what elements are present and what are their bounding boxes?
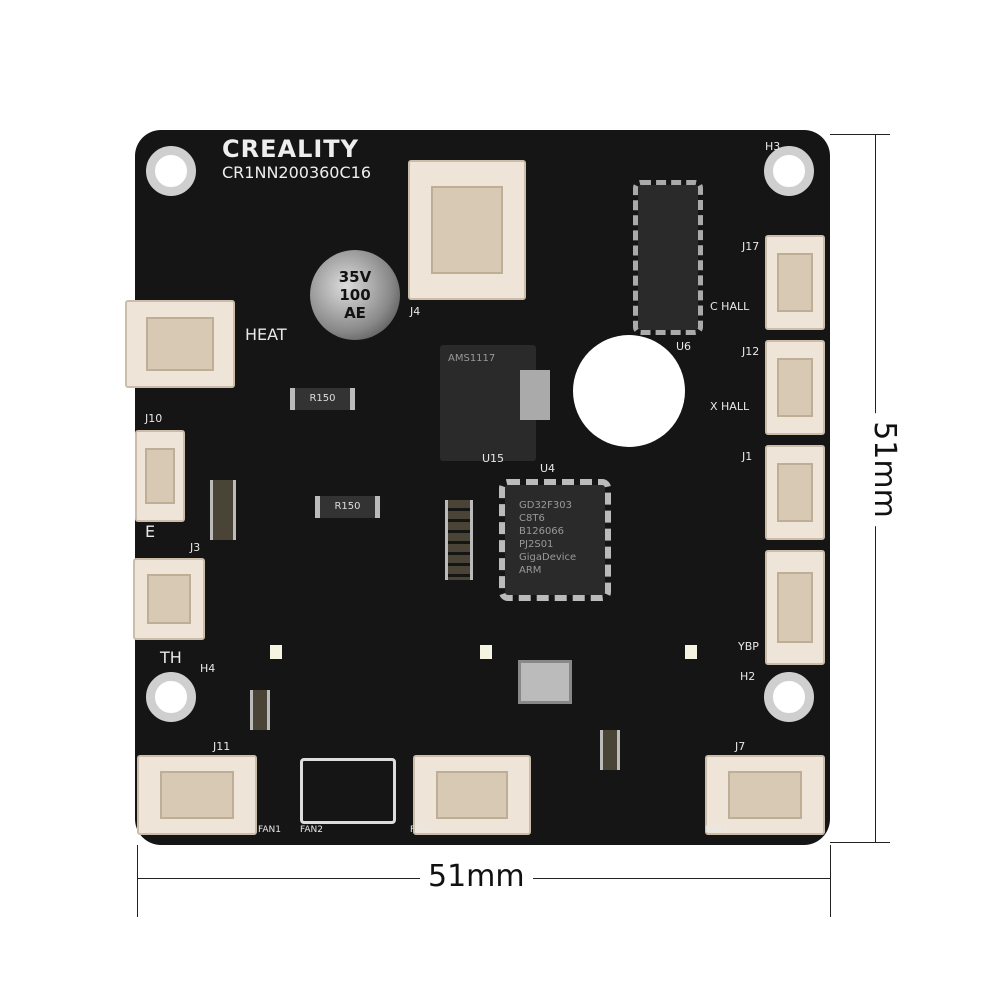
label-j7: J7 <box>735 740 746 753</box>
connector-th <box>133 558 205 640</box>
mounting-hole-bottom-right <box>764 672 814 722</box>
connector-j17 <box>765 235 825 330</box>
label-h3: H3 <box>765 140 781 153</box>
label-fan1-right: FAN1 <box>705 825 728 835</box>
connector-j11 <box>137 755 257 835</box>
dimension-width: 51mm <box>420 859 533 894</box>
label-j17: J17 <box>742 240 760 253</box>
resistor-array <box>445 500 473 580</box>
label-j11: J11 <box>213 740 231 753</box>
dimension-tick <box>830 134 890 135</box>
label-x-hall: X HALL <box>710 400 750 413</box>
label-heat: HEAT <box>245 325 287 344</box>
smd-components <box>210 480 236 540</box>
chip-u6 <box>633 180 703 335</box>
label-th: TH <box>160 648 182 667</box>
crystal-oscillator <box>518 660 572 704</box>
led <box>270 645 282 659</box>
label-fan2-left: FAN2 <box>300 825 323 835</box>
brand-logo: CREALITY <box>222 135 360 163</box>
connector-heat <box>125 300 235 388</box>
label-c-hall: C HALL <box>710 300 750 313</box>
label-fan2-mid: FAN2 <box>410 825 433 835</box>
connector-j10 <box>135 430 185 522</box>
connector-ybp <box>765 550 825 665</box>
label-j12: J12 <box>742 345 760 358</box>
center-hole <box>573 335 685 447</box>
label-j10: J10 <box>145 412 163 425</box>
dimension-tick <box>137 845 138 917</box>
label-h2: H2 <box>740 670 756 683</box>
connector-fan2 <box>413 755 531 835</box>
label-e: E <box>145 522 156 541</box>
fan2-footprint <box>300 758 396 824</box>
smd-components <box>250 690 270 730</box>
connector-j7 <box>705 755 825 835</box>
resistor-r106: R150 <box>290 388 355 410</box>
led <box>480 645 492 659</box>
connector-j4 <box>408 160 526 300</box>
smd-components <box>600 730 620 770</box>
dimension-tick <box>830 845 831 917</box>
dimension-tick <box>830 842 890 843</box>
regulator-tab <box>520 370 550 420</box>
label-ybp: YBP <box>738 640 759 653</box>
resistor-r105: R150 <box>315 496 380 518</box>
label-j3: J3 <box>190 541 201 554</box>
connector-j12 <box>765 340 825 435</box>
led <box>685 645 697 659</box>
mounting-hole-bottom-left <box>146 672 196 722</box>
label-fan1-left: FAN1 <box>258 825 281 835</box>
label-j1: J1 <box>742 450 753 463</box>
label-j4: J4 <box>410 305 421 318</box>
label-u4: U4 <box>540 462 556 475</box>
label-u15: U15 <box>482 452 505 465</box>
dimension-height: 51mm <box>866 413 902 526</box>
mounting-hole-top-right <box>764 146 814 196</box>
label-h4: H4 <box>200 662 216 675</box>
connector-j1 <box>765 445 825 540</box>
label-u6: U6 <box>676 340 692 353</box>
part-number: CR1NN200360C16 <box>222 163 372 182</box>
mounting-hole-top-left <box>146 146 196 196</box>
